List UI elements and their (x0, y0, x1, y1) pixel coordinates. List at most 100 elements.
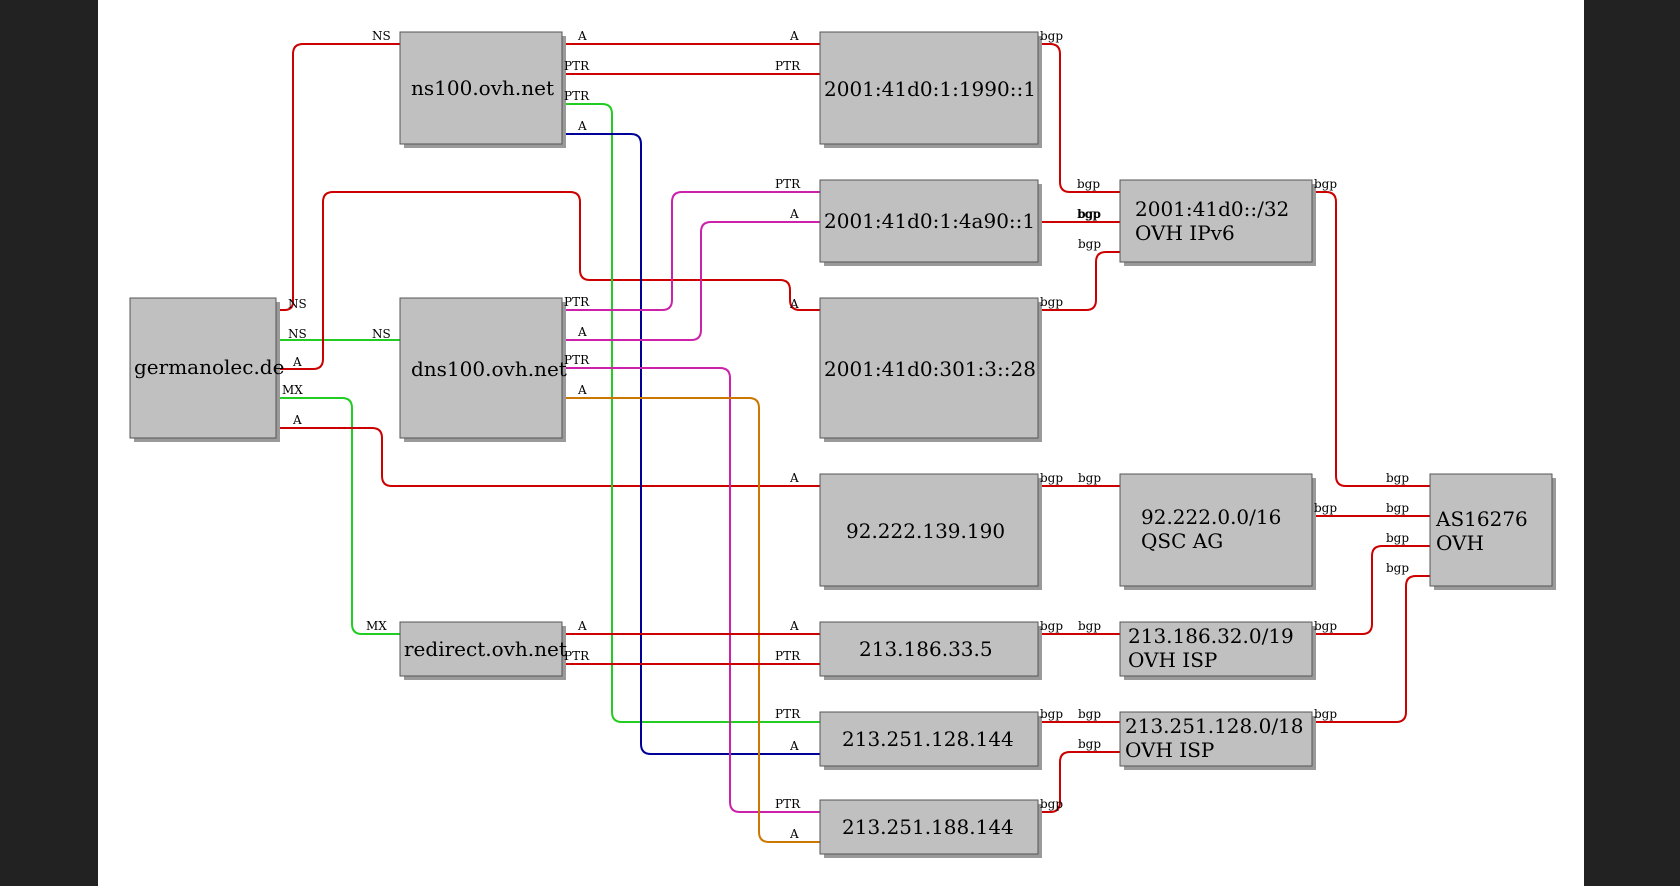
edge-label-source: A (577, 619, 587, 633)
edge-germanolec-to-ip6_301 (276, 191, 820, 370)
edge-ip4_251_188-to-net_ovh_isp2 (1038, 751, 1120, 813)
node-label: 92.222.0.0/16 (1141, 505, 1281, 529)
node-label: AS16276 (1435, 507, 1528, 531)
node-label: 213.251.188.144 (842, 815, 1014, 839)
node-ip4_251_128[interactable]: 213.251.128.144 (819, 711, 1042, 770)
edge-germanolec-to-ip4_92 (276, 427, 820, 487)
edge-label-source: bgp (1040, 707, 1063, 721)
edge-label-source: bgp (1040, 471, 1063, 485)
edge-ns100-to-ip4_251_128 (562, 133, 820, 755)
edge-label-source: bgp (1040, 797, 1063, 811)
edge-label-source: PTR (564, 59, 590, 73)
node-box (819, 179, 1039, 263)
edge-label-target: bgp (1386, 531, 1409, 545)
edge-dns100-to-ip6_4a90 (562, 191, 820, 311)
node-label: 92.222.139.190 (846, 519, 1005, 543)
node-box (1119, 473, 1313, 587)
edge-label-source: MX (282, 383, 303, 397)
edge-ip6_301-to-net_ovh6 (1038, 251, 1120, 311)
edge-label-target: bgp (1078, 737, 1101, 751)
node-dns100[interactable]: dns100.ovh.net (399, 297, 567, 442)
edge-label-target: bgp (1386, 471, 1409, 485)
node-label: 213.251.128.144 (842, 727, 1014, 751)
edge-label-target: A (789, 619, 799, 633)
node-ip6_301[interactable]: 2001:41d0:301:3::28 (819, 297, 1042, 442)
edge-label-source: bgp (1314, 707, 1337, 721)
node-label: OVH IPv6 (1135, 221, 1235, 245)
edge-label-target: A (789, 471, 799, 485)
edge-germanolec-to-redirect (276, 397, 400, 635)
node-ip6_1990[interactable]: 2001:41d0:1:1990::1 (819, 31, 1042, 148)
node-box (1119, 711, 1313, 767)
edge-label-target: bgp (1078, 237, 1101, 251)
edge-net_ovh_isp1-to-as_ovh (1312, 545, 1430, 635)
edge-label-target: A (789, 297, 799, 311)
node-ns100[interactable]: ns100.ovh.net (399, 31, 566, 148)
edge-dns100-to-ip4_251_188 (562, 397, 820, 843)
edge-germanolec-to-ns100 (276, 43, 400, 311)
node-ip6_4a90[interactable]: 2001:41d0:1:4a90::1 (819, 179, 1042, 266)
node-ip4_92[interactable]: 92.222.139.190 (819, 473, 1042, 590)
node-box (819, 473, 1039, 587)
edge-label-target: A (789, 207, 799, 221)
node-box (1119, 621, 1313, 677)
edge-ip6_1990-to-net_ovh6 (1038, 43, 1120, 193)
edge-label-target: PTR (775, 177, 801, 191)
edge-label-source: A (577, 119, 587, 133)
node-box (819, 621, 1039, 677)
node-box (399, 31, 563, 145)
node-label: germanolec.de (134, 355, 284, 379)
edge-net_ovh6-to-as_ovh (1312, 191, 1430, 487)
edge-label-source: PTR (564, 353, 590, 367)
node-label: 2001:41d0:301:3::28 (824, 357, 1036, 381)
edge-label-target: bgp (1077, 177, 1100, 191)
edge-label-source: bgp (1040, 619, 1063, 633)
edge-label-source: A (577, 383, 587, 397)
edge-label-source: NS (288, 327, 307, 341)
edge-label-source: PTR (564, 649, 590, 663)
node-label: OVH (1436, 531, 1484, 555)
edge-label-source: bgp (1314, 501, 1337, 515)
node-label: QSC AG (1141, 529, 1223, 553)
node-box (819, 799, 1039, 855)
node-ip4_251_188[interactable]: 213.251.188.144 (819, 799, 1042, 858)
node-label: ns100.ovh.net (411, 76, 554, 100)
node-germanolec[interactable]: germanolec.de (129, 297, 284, 442)
edge-label-target: bgp (1078, 707, 1101, 721)
edge-label-source: A (292, 413, 302, 427)
edge-label-source: bgp (1040, 29, 1063, 43)
node-label: redirect.ovh.net (404, 637, 567, 661)
edge-label-target: bgp (1078, 619, 1101, 633)
nodes-layer: germanolec.de ns100.ovh.net dns100.ovh.net… (129, 31, 1556, 858)
edges-layer (276, 43, 1430, 843)
node-box (399, 297, 563, 439)
node-label: 2001:41d0::/32 (1135, 197, 1289, 221)
edge-label-source: bgp (1314, 177, 1337, 191)
edge-dns100-to-ip4_251_188 (562, 367, 820, 813)
node-redirect[interactable]: redirect.ovh.net (399, 621, 567, 680)
edge-label-target: NS (372, 327, 391, 341)
node-label: 213.251.128.0/18 (1125, 714, 1304, 738)
node-label: 2001:41d0:1:1990::1 (824, 77, 1036, 101)
edge-label-target: NS (372, 29, 391, 43)
node-box (1429, 473, 1553, 587)
edge-label-target: bgp (1078, 207, 1101, 221)
node-box (399, 621, 563, 677)
node-label: 213.186.33.5 (859, 637, 993, 661)
edge-dns100-to-ip6_4a90 (562, 221, 820, 341)
edge-label-source: A (577, 325, 587, 339)
node-box (819, 711, 1039, 767)
edge-label-source: A (577, 29, 587, 43)
edge-label-target: A (789, 739, 799, 753)
node-label: OVH ISP (1128, 648, 1217, 672)
edge-label-target: MX (366, 619, 387, 633)
edge-net_ovh_isp2-to-as_ovh (1312, 575, 1430, 723)
node-ip4_213_33[interactable]: 213.186.33.5 (819, 621, 1042, 680)
node-label: 213.186.32.0/19 (1128, 624, 1294, 648)
